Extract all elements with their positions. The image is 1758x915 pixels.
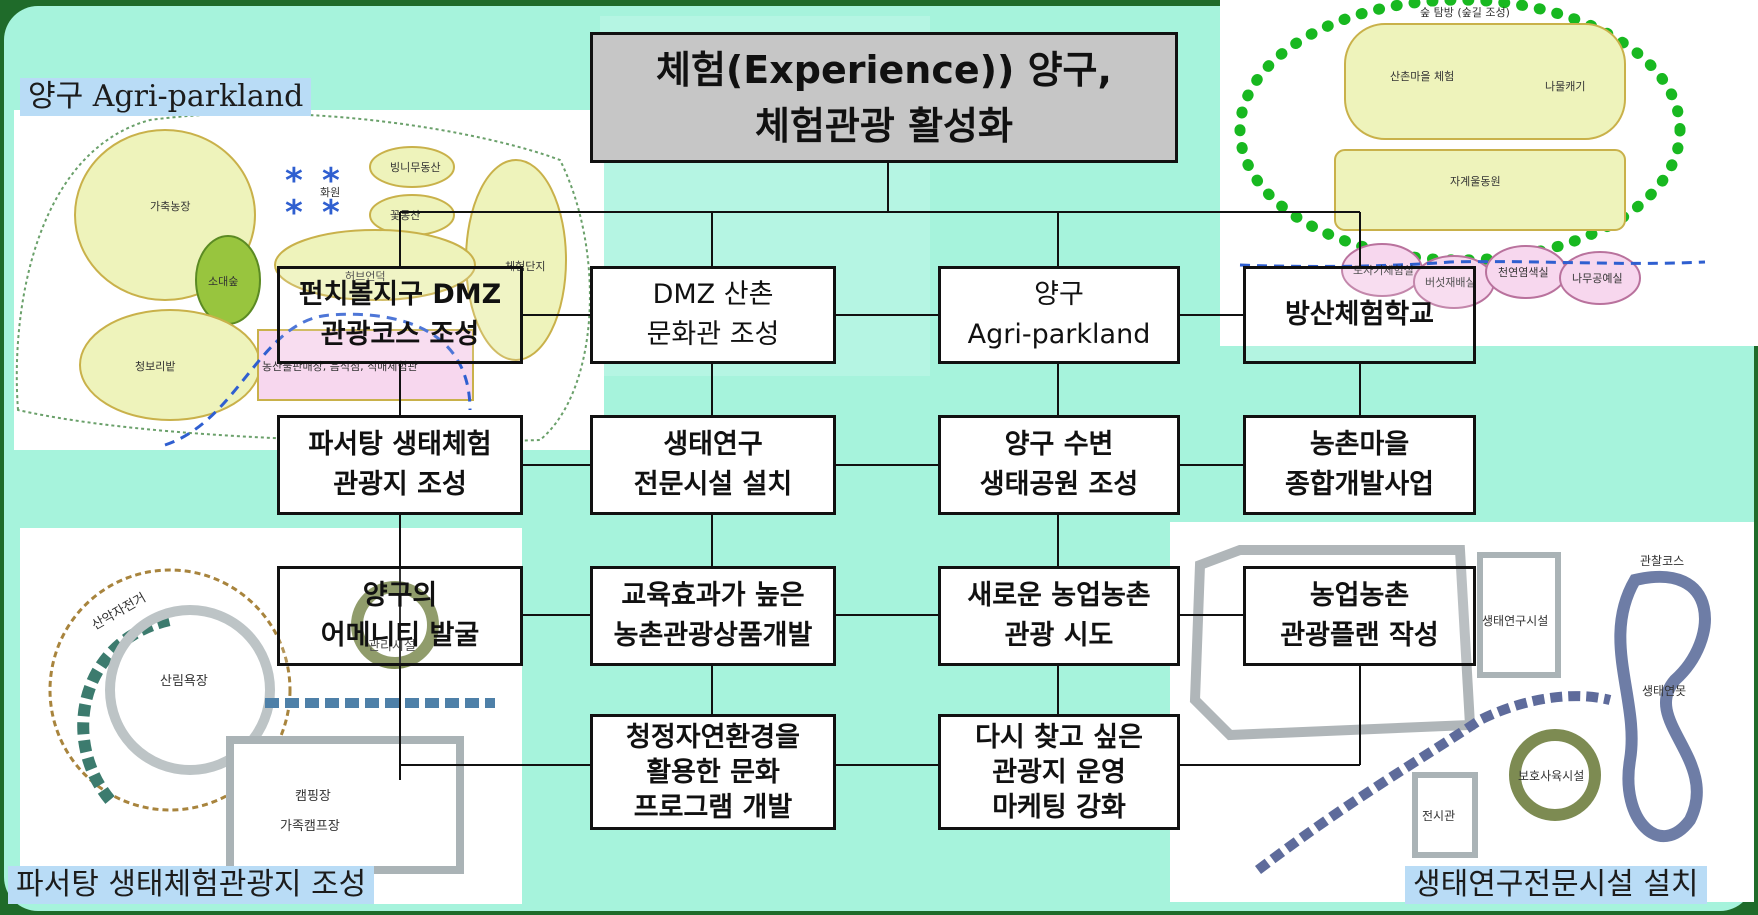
sketch-label-village: 산촌마을 체험 bbox=[1390, 70, 1454, 83]
box-waterside-park: 양구 수변 생태공원 조성 bbox=[938, 415, 1180, 515]
box-text: 농촌관광상품개발 bbox=[613, 620, 813, 651]
box-dmz-culture-center: DMZ 산촌 문화관 조성 bbox=[590, 266, 836, 364]
sketch-label-livestock: 가축농장 bbox=[150, 200, 190, 213]
sketch-label-bamboo: 소대숲 bbox=[208, 275, 238, 288]
box-text: DMZ 산촌 bbox=[652, 279, 774, 310]
svg-text:*: * bbox=[322, 193, 340, 233]
box-agri-parkland: 양구 Agri-parkland bbox=[938, 266, 1180, 364]
box-text: 파서탕 생태체험 bbox=[308, 429, 492, 460]
sketch-label-forest-bath: 산림욕장 bbox=[160, 674, 208, 689]
box-text: 문화관 조성 bbox=[646, 319, 780, 350]
box-bangsan-school: 방산체험학교 bbox=[1243, 266, 1476, 364]
title-box: 체험(Experience)) 양구, 체험관광 활성화 bbox=[590, 32, 1178, 163]
box-text: 활용한 문화 bbox=[646, 756, 780, 788]
box-text: 새로운 농업농촌 bbox=[967, 580, 1151, 611]
sketch-label-woodcraft: 나무공예실 bbox=[1572, 272, 1623, 285]
box-text: 프로그램 개발 bbox=[633, 791, 793, 823]
eco-sketch: 산악자전거 산림욕장 관리시설 캠핑장 가족캠프장 bbox=[20, 528, 522, 904]
box-text: 관광 시도 bbox=[1004, 620, 1114, 651]
sketch-label-barley: 청보리밭 bbox=[135, 360, 175, 373]
box-tourism-plan: 농업농촌 관광플랜 작성 bbox=[1243, 566, 1476, 666]
box-text: 생태연구 bbox=[663, 429, 763, 460]
sketch-label-admin: 관리시설 bbox=[368, 639, 416, 654]
sketch-label-hill: 빙니무동산 bbox=[390, 161, 441, 174]
box-text: 관광플랜 작성 bbox=[1280, 620, 1439, 651]
svg-text:*: * bbox=[285, 193, 303, 233]
sketch-label-herbs: 나물캐기 bbox=[1545, 80, 1585, 93]
svg-text:*: * bbox=[285, 161, 303, 201]
sketch-label-pond: 생태연못 bbox=[1642, 684, 1686, 698]
sketch-label-mushroom: 버섯재배실 bbox=[1425, 276, 1476, 289]
box-paseotang-eco: 파서탕 생태체험 관광지 조성 bbox=[277, 415, 523, 515]
sketch-label-dye: 천연염색실 bbox=[1498, 265, 1549, 279]
box-education-products: 교육효과가 높은 농촌관광상품개발 bbox=[590, 566, 836, 666]
box-text: 전문시설 설치 bbox=[633, 469, 793, 500]
box-culture-program: 청정자연환경을 활용한 문화 프로그램 개발 bbox=[590, 714, 836, 830]
box-text: 관광코스 조성 bbox=[320, 319, 480, 350]
svg-text:*: * bbox=[322, 161, 340, 201]
school-sketch: 숲 탐방 (숲길 조성) 산촌마을 체험 나물캐기 자계울동원 도자기체험실 버… bbox=[1220, 0, 1758, 346]
sketch-label-camping: 캠핑장 bbox=[295, 789, 331, 804]
sketch-label-family-camp: 가족캠프장 bbox=[280, 819, 340, 834]
sketch-label-forest-walk: 숲 탐방 (숲길 조성) bbox=[1420, 6, 1510, 19]
sketch-label-experience-area: 체험단지 bbox=[505, 260, 545, 273]
box-text: 양구 수변 bbox=[1004, 429, 1114, 460]
box-text: 교육효과가 높은 bbox=[621, 580, 805, 611]
box-marketing: 다시 찾고 싶은 관광지 운영 마케팅 강화 bbox=[938, 714, 1180, 830]
box-text: 펀치볼지구 DMZ bbox=[298, 279, 502, 310]
box-punchbowl-dmz: 펀치볼지구 DMZ 관광코스 조성 bbox=[277, 266, 523, 364]
research-sketch: 관찰코스 생태연구시설 생태연못 보호사육시설 전시관 bbox=[1170, 522, 1754, 902]
box-text: 관광지 운영 bbox=[992, 756, 1126, 788]
box-text: 어메니티 발굴 bbox=[320, 620, 480, 651]
sketch-label-breeding: 보호사육시설 bbox=[1518, 769, 1584, 783]
agri-parkland-sketch: ** ** 가축농장 소대숲 청보리밭 빙니무동산 화원 꽃동산 체험단지 허브… bbox=[14, 110, 604, 450]
caption-research-facility: 생태연구전문시설 설치 bbox=[1405, 866, 1707, 904]
box-text: Agri-parkland bbox=[967, 319, 1151, 350]
box-amenity: 양구의 어메니티 발굴 bbox=[277, 566, 523, 666]
box-text: 양구의 bbox=[362, 580, 438, 611]
box-new-rural-tourism: 새로운 농업농촌 관광 시도 bbox=[938, 566, 1180, 666]
box-text: 농촌마을 bbox=[1309, 429, 1410, 460]
box-text: 다시 찾고 싶은 bbox=[975, 721, 1143, 753]
box-text: 농업농촌 bbox=[1309, 580, 1410, 611]
sketch-label-stream: 자계울동원 bbox=[1450, 175, 1501, 188]
box-text: 양구 bbox=[1034, 279, 1084, 310]
sketch-label-observe: 관찰코스 bbox=[1640, 554, 1684, 568]
box-village-development: 농촌마을 종합개발사업 bbox=[1243, 415, 1476, 515]
caption-agri-parkland: 양구 Agri-parkland bbox=[20, 78, 312, 116]
caption-eco-tourism: 파서탕 생태체험관광지 조성 bbox=[8, 866, 375, 904]
box-text: 마케팅 강화 bbox=[992, 791, 1126, 823]
sketch-label-garden: 화원 bbox=[320, 186, 340, 199]
sketch-label-exhibit: 전시관 bbox=[1422, 809, 1455, 823]
box-text: 방산체험학교 bbox=[1284, 299, 1435, 330]
title-line-2: 체험관광 활성화 bbox=[755, 103, 1013, 148]
title-line-1: 체험(Experience)) 양구, bbox=[656, 47, 1112, 92]
box-text: 관광지 조성 bbox=[333, 469, 467, 500]
box-eco-research: 생태연구 전문시설 설치 bbox=[590, 415, 836, 515]
box-text: 청정자연환경을 bbox=[626, 721, 800, 753]
sketch-label-research-fac: 생태연구시설 bbox=[1482, 614, 1548, 628]
box-text: 종합개발사업 bbox=[1284, 469, 1435, 500]
sketch-label-herb-hill: 허브언덕 bbox=[345, 270, 385, 283]
box-text: 생태공원 조성 bbox=[979, 469, 1139, 500]
